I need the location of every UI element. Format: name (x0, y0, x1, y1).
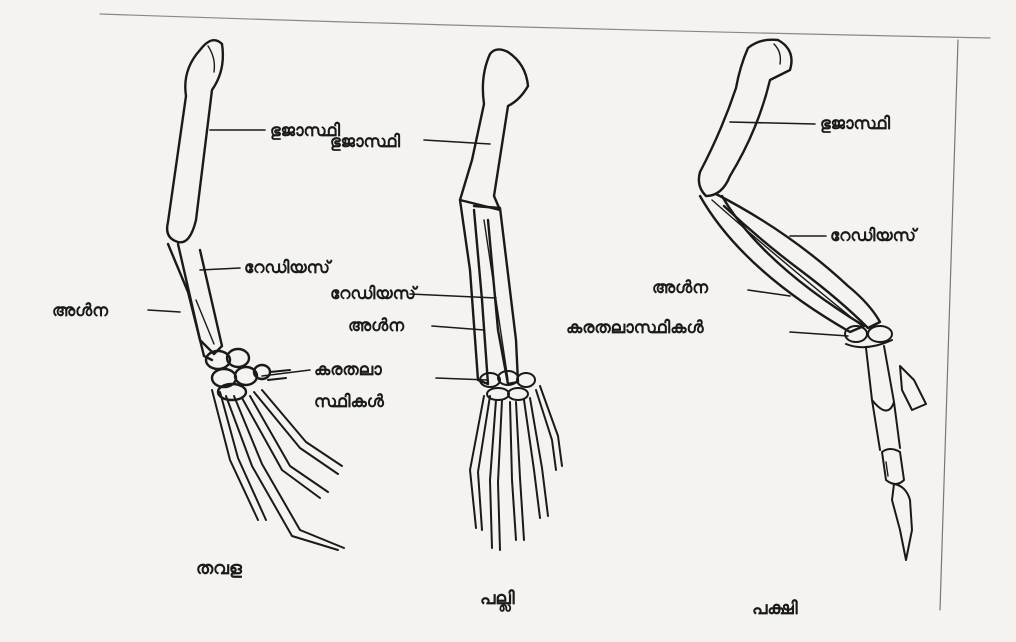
limb-3-carpals-label: കരതലാസ്ഥികൾ (566, 320, 704, 337)
limb-1-ulna-label: അൾന (52, 303, 108, 320)
limb-2-ulna-label: അൾന (348, 318, 404, 335)
limb-1-radius-leader (200, 268, 240, 270)
limb-3-humerus-leader (730, 122, 815, 124)
limb-2-caption: പല്ലി (480, 590, 515, 608)
limb-2-ulna-leader (432, 326, 484, 330)
limb-2-bones (410, 49, 562, 550)
limb-2-digits (470, 386, 562, 550)
limb-2-humerus (460, 49, 528, 210)
page-edge-top (100, 14, 990, 38)
limb-1-caption: തവള (196, 560, 242, 578)
limb-2-humerus-label: ഭുജാസ്ഥി (330, 134, 400, 151)
limb-3-caption: പക്ഷി (752, 600, 798, 618)
limb-3-ulna-leader (748, 290, 790, 296)
limb-3-carpals (845, 326, 892, 347)
limb-1-bones (148, 40, 344, 550)
limb-3-ulna-label: അൾന (652, 280, 708, 297)
limb-1-carpals-label-line1: കരതലാ (314, 362, 382, 379)
limb-1-carpals-label-line2: സ്ഥികൾ (314, 394, 384, 411)
limb-2-radius-label: റേഡിയസ് (330, 286, 416, 303)
limb-3-carpals-leader (790, 332, 848, 336)
limb-2-humerus-leader (424, 140, 490, 144)
limb-2-radius-leader (410, 294, 496, 298)
limb-3-humerus-label: ഭുജാസ്ഥി (820, 116, 890, 133)
limb-3-radius (716, 194, 880, 328)
limb-3-radius-label: റേഡിയസ് (830, 228, 916, 245)
limb-1-ulna (168, 244, 212, 360)
limb-1-carpals (206, 349, 270, 400)
limb-3-ulna (700, 196, 864, 332)
limb-2-radius (460, 200, 488, 384)
page-edge-right (940, 40, 958, 610)
limb-3-humerus (699, 40, 792, 196)
limb-1-ulna-leader (148, 310, 180, 312)
limb-3-digits (866, 346, 926, 560)
limb-1-radius-label: റേഡിയസ് (244, 260, 330, 277)
limb-3-bones (699, 40, 926, 560)
